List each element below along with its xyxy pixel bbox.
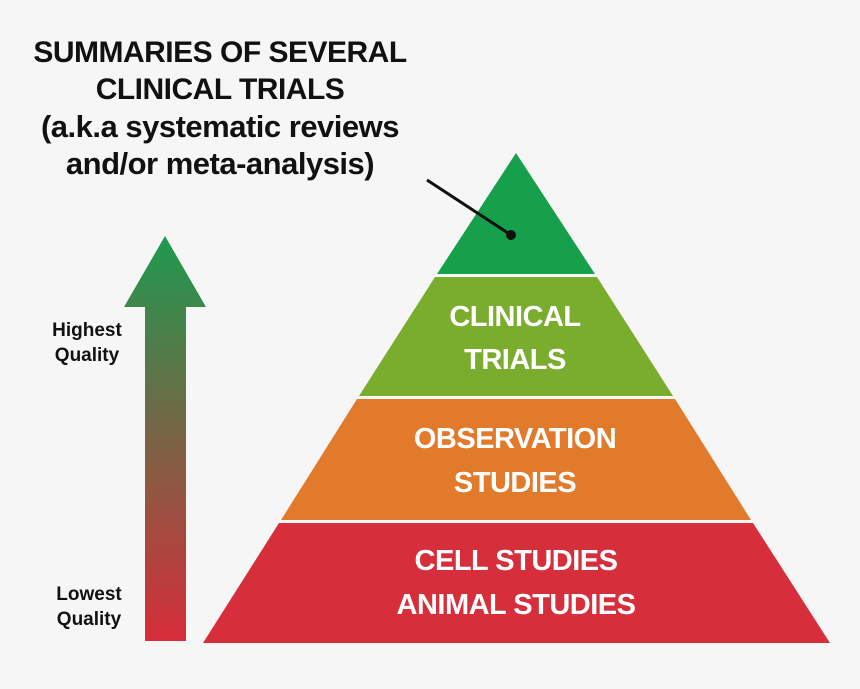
lowest-quality-label: Lowest Quality xyxy=(29,582,149,632)
title-line-2: CLINICAL TRIALS xyxy=(95,73,345,106)
highest-quality-label: Highest Quality xyxy=(27,318,147,368)
pointer-dot xyxy=(506,230,516,240)
pyramid-tier-top xyxy=(437,153,595,274)
title-line-1: SUMMARIES OF SEVERAL xyxy=(33,36,407,69)
cell-label-line1: CELL STUDIES xyxy=(415,545,618,577)
pyramid-tier-clinical-trials xyxy=(359,277,673,396)
observation-label-line1: OBSERVATION xyxy=(414,423,616,455)
pyramid-tier-cell-animal-studies xyxy=(203,523,830,643)
top-tier-title: SUMMARIES OF SEVERAL CLINICAL TRIALS (a.… xyxy=(10,34,430,182)
highest-quality-line2: Quality xyxy=(54,345,120,366)
title-line-4: and/or meta-analysis) xyxy=(65,146,375,181)
lowest-quality-line1: Lowest xyxy=(56,584,122,605)
highest-quality-line1: Highest xyxy=(52,320,122,341)
pyramid-tier-observation-studies xyxy=(281,399,751,520)
lowest-quality-line2: Quality xyxy=(56,609,122,630)
cell-label-line2: ANIMAL STUDIES xyxy=(397,589,636,621)
clinical-label-line2: TRIALS xyxy=(464,344,566,376)
clinical-label-line1: CLINICAL xyxy=(449,301,580,333)
title-line-3: (a.k.a systematic reviews xyxy=(40,109,400,144)
quality-arrow xyxy=(124,236,206,641)
pointer-line xyxy=(426,178,512,237)
observation-label-line2: STUDIES xyxy=(454,467,576,499)
